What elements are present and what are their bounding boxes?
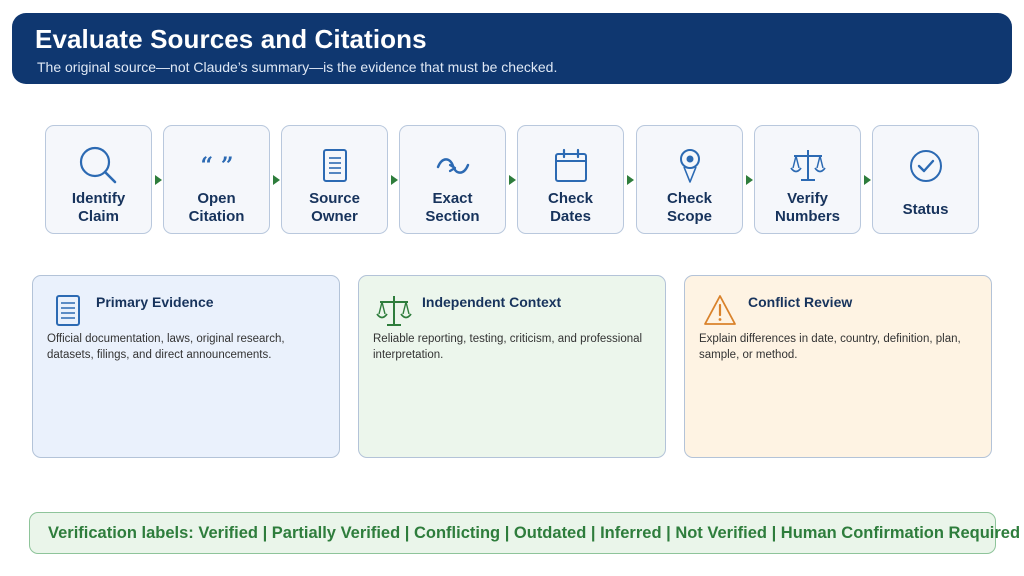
flow-arrow [864,175,871,185]
verification-labels-text: Verification labels: Verified | Partiall… [48,523,1021,542]
location-pin-icon [637,144,742,188]
card-independent-context: Independent Context Reliable reporting, … [358,275,666,458]
card-body: Official documentation, laws, original r… [47,333,285,361]
scales-icon [755,144,860,188]
card-body: Reliable reporting, testing, criticism, … [373,333,643,361]
flow-arrow [155,175,162,185]
document-icon [282,144,387,188]
card-conflict-review: Conflict Review Explain differences in d… [684,275,992,458]
step-label: Status [902,201,949,218]
verification-labels-bar: Verification labels: Verified | Partiall… [29,512,1020,554]
flow-arrow [391,175,398,185]
calendar-icon [518,144,623,188]
flow-arrow [746,175,753,185]
card-title: Primary Evidence [96,294,214,310]
check-circle-icon [873,144,978,188]
card-body: Explain differences in date, country, de… [699,333,961,361]
card-title: Conflict Review [748,294,853,310]
flow-arrow [627,175,634,185]
flow-arrow [273,175,280,185]
card-primary-evidence: Primary Evidence Official documentation,… [32,275,340,458]
flow-arrow [509,175,516,185]
step-status: Status [872,125,979,234]
document-icon [47,292,89,330]
quote-icon: “ ” [164,144,269,188]
warning-icon [699,292,741,330]
page-subtitle: The original source—not Claude’s summary… [37,59,558,75]
header-banner: Evaluate Sources and Citations The origi… [12,13,1012,84]
magnifier-icon [46,144,151,188]
page-title: Evaluate Sources and Citations [35,24,427,54]
scales-icon [373,292,415,330]
link-arrow-icon [400,144,505,188]
card-title: Independent Context [422,294,562,310]
svg-text:“ ”: “ ” [200,153,233,179]
